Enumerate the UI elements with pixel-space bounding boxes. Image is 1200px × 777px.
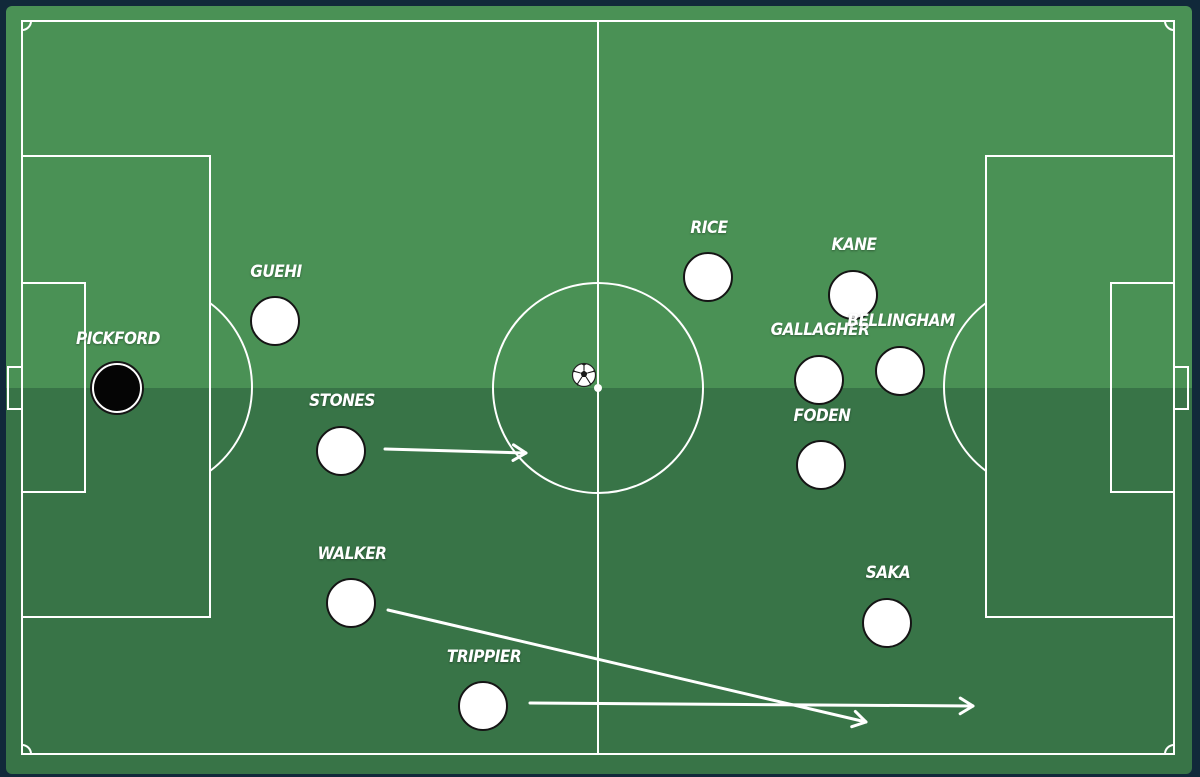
movement-arrow-trippier (528, 701, 975, 708)
arrowhead-trippier (958, 696, 975, 716)
corner-arc-bottom-left (21, 744, 32, 755)
player-marker-rice[interactable] (683, 252, 733, 302)
movement-arrows (383, 443, 975, 729)
corner-arc-top-left (21, 20, 32, 31)
right-penalty-arc (943, 302, 987, 472)
arrowhead-walker (850, 709, 868, 729)
player-marker-trippier[interactable] (458, 681, 508, 731)
player-marker-guehi[interactable] (250, 296, 300, 346)
center-spot (594, 384, 602, 392)
player-marker-gallagher[interactable] (794, 355, 844, 405)
left-goal (7, 366, 23, 410)
player-marker-bellingham[interactable] (875, 346, 925, 396)
center-circle (492, 282, 704, 494)
player-marker-walker[interactable] (326, 578, 376, 628)
right-goal (1173, 366, 1189, 410)
player-marker-pickford[interactable] (92, 363, 142, 413)
player-marker-foden[interactable] (796, 440, 846, 490)
football-icon[interactable] (571, 362, 597, 388)
player-marker-saka[interactable] (862, 598, 912, 648)
left-penalty-arc (209, 302, 253, 472)
corner-arc-top-right (1164, 20, 1175, 31)
corner-arc-bottom-right (1164, 744, 1175, 755)
player-marker-stones[interactable] (316, 426, 366, 476)
player-marker-kane[interactable] (828, 270, 878, 320)
arrowhead-stones (511, 443, 528, 462)
pitch-markings (6, 6, 1192, 774)
movement-arrow-stones (383, 447, 528, 455)
